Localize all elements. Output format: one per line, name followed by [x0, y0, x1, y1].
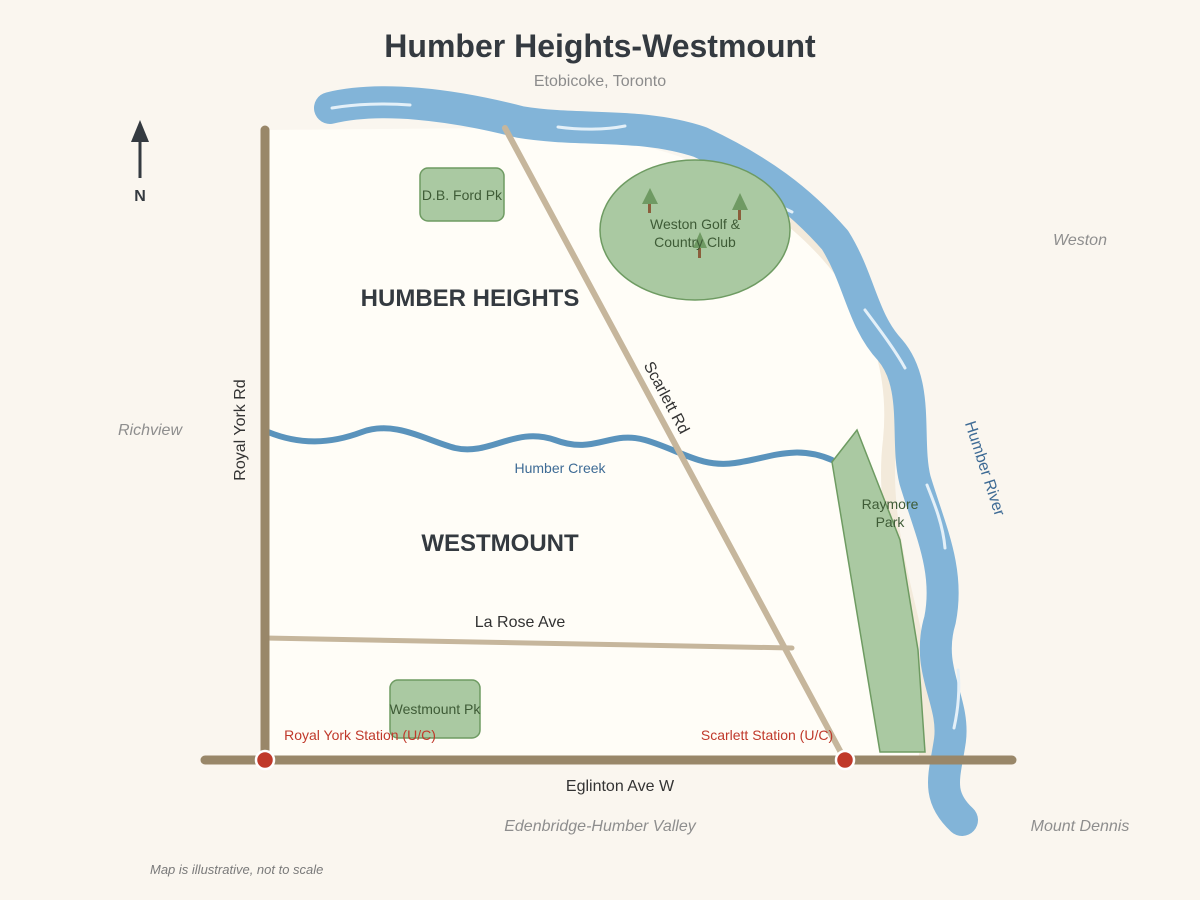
label-westmount: WESTMOUNT [421, 530, 579, 557]
label-raymore-park-line1: Raymore [862, 496, 919, 512]
la-rose-avenue[interactable] [262, 635, 795, 651]
label-richview: Richview [118, 422, 183, 439]
tree-icon [693, 232, 707, 258]
label-raymore-park-line2: Park [876, 514, 906, 530]
royal-york-station-marker[interactable] [254, 749, 276, 771]
label-edenbridge-humber-valley: Edenbridge-Humber Valley [504, 818, 697, 835]
db-ford-park[interactable] [419, 167, 505, 222]
label-royal-york-station: Royal York Station (U/C) [284, 727, 436, 743]
map-subtitle: Etobicoke, Toronto [534, 73, 666, 90]
label-scarlett-station: Scarlett Station (U/C) [701, 727, 833, 743]
label-royal-york-rd: Royal York Rd [232, 379, 249, 480]
scarlett-road[interactable] [502, 125, 848, 763]
scarlett-station-marker[interactable] [834, 749, 856, 771]
label-eglinton-ave-w: Eglinton Ave W [566, 778, 675, 795]
tree-icon [642, 188, 658, 213]
label-humber-creek: Humber Creek [514, 460, 606, 476]
north-label: N [134, 188, 146, 205]
label-mount-dennis: Mount Dennis [1031, 818, 1130, 835]
label-humber-heights: HUMBER HEIGHTS [361, 285, 580, 312]
label-weston-golf-line2: Country Club [654, 234, 736, 250]
map-title: Humber Heights-Westmount [384, 28, 816, 64]
westmount-park[interactable] [389, 679, 481, 739]
humber-river [314, 86, 978, 836]
raymore-park[interactable] [831, 428, 926, 753]
north-arrow: N [131, 120, 149, 205]
humber-creek [265, 425, 835, 467]
label-weston: Weston [1053, 232, 1107, 249]
label-westmount-park: Westmount Pk [390, 701, 482, 717]
map-disclaimer: Map is illustrative, not to scale [150, 862, 323, 877]
label-weston-golf-line1: Weston Golf & [650, 216, 741, 232]
tree-icon [732, 193, 748, 220]
label-la-rose-ave: La Rose Ave [475, 614, 566, 631]
north-arrow-head-icon [131, 120, 149, 142]
label-db-ford-park: D.B. Ford Pk [422, 187, 503, 203]
